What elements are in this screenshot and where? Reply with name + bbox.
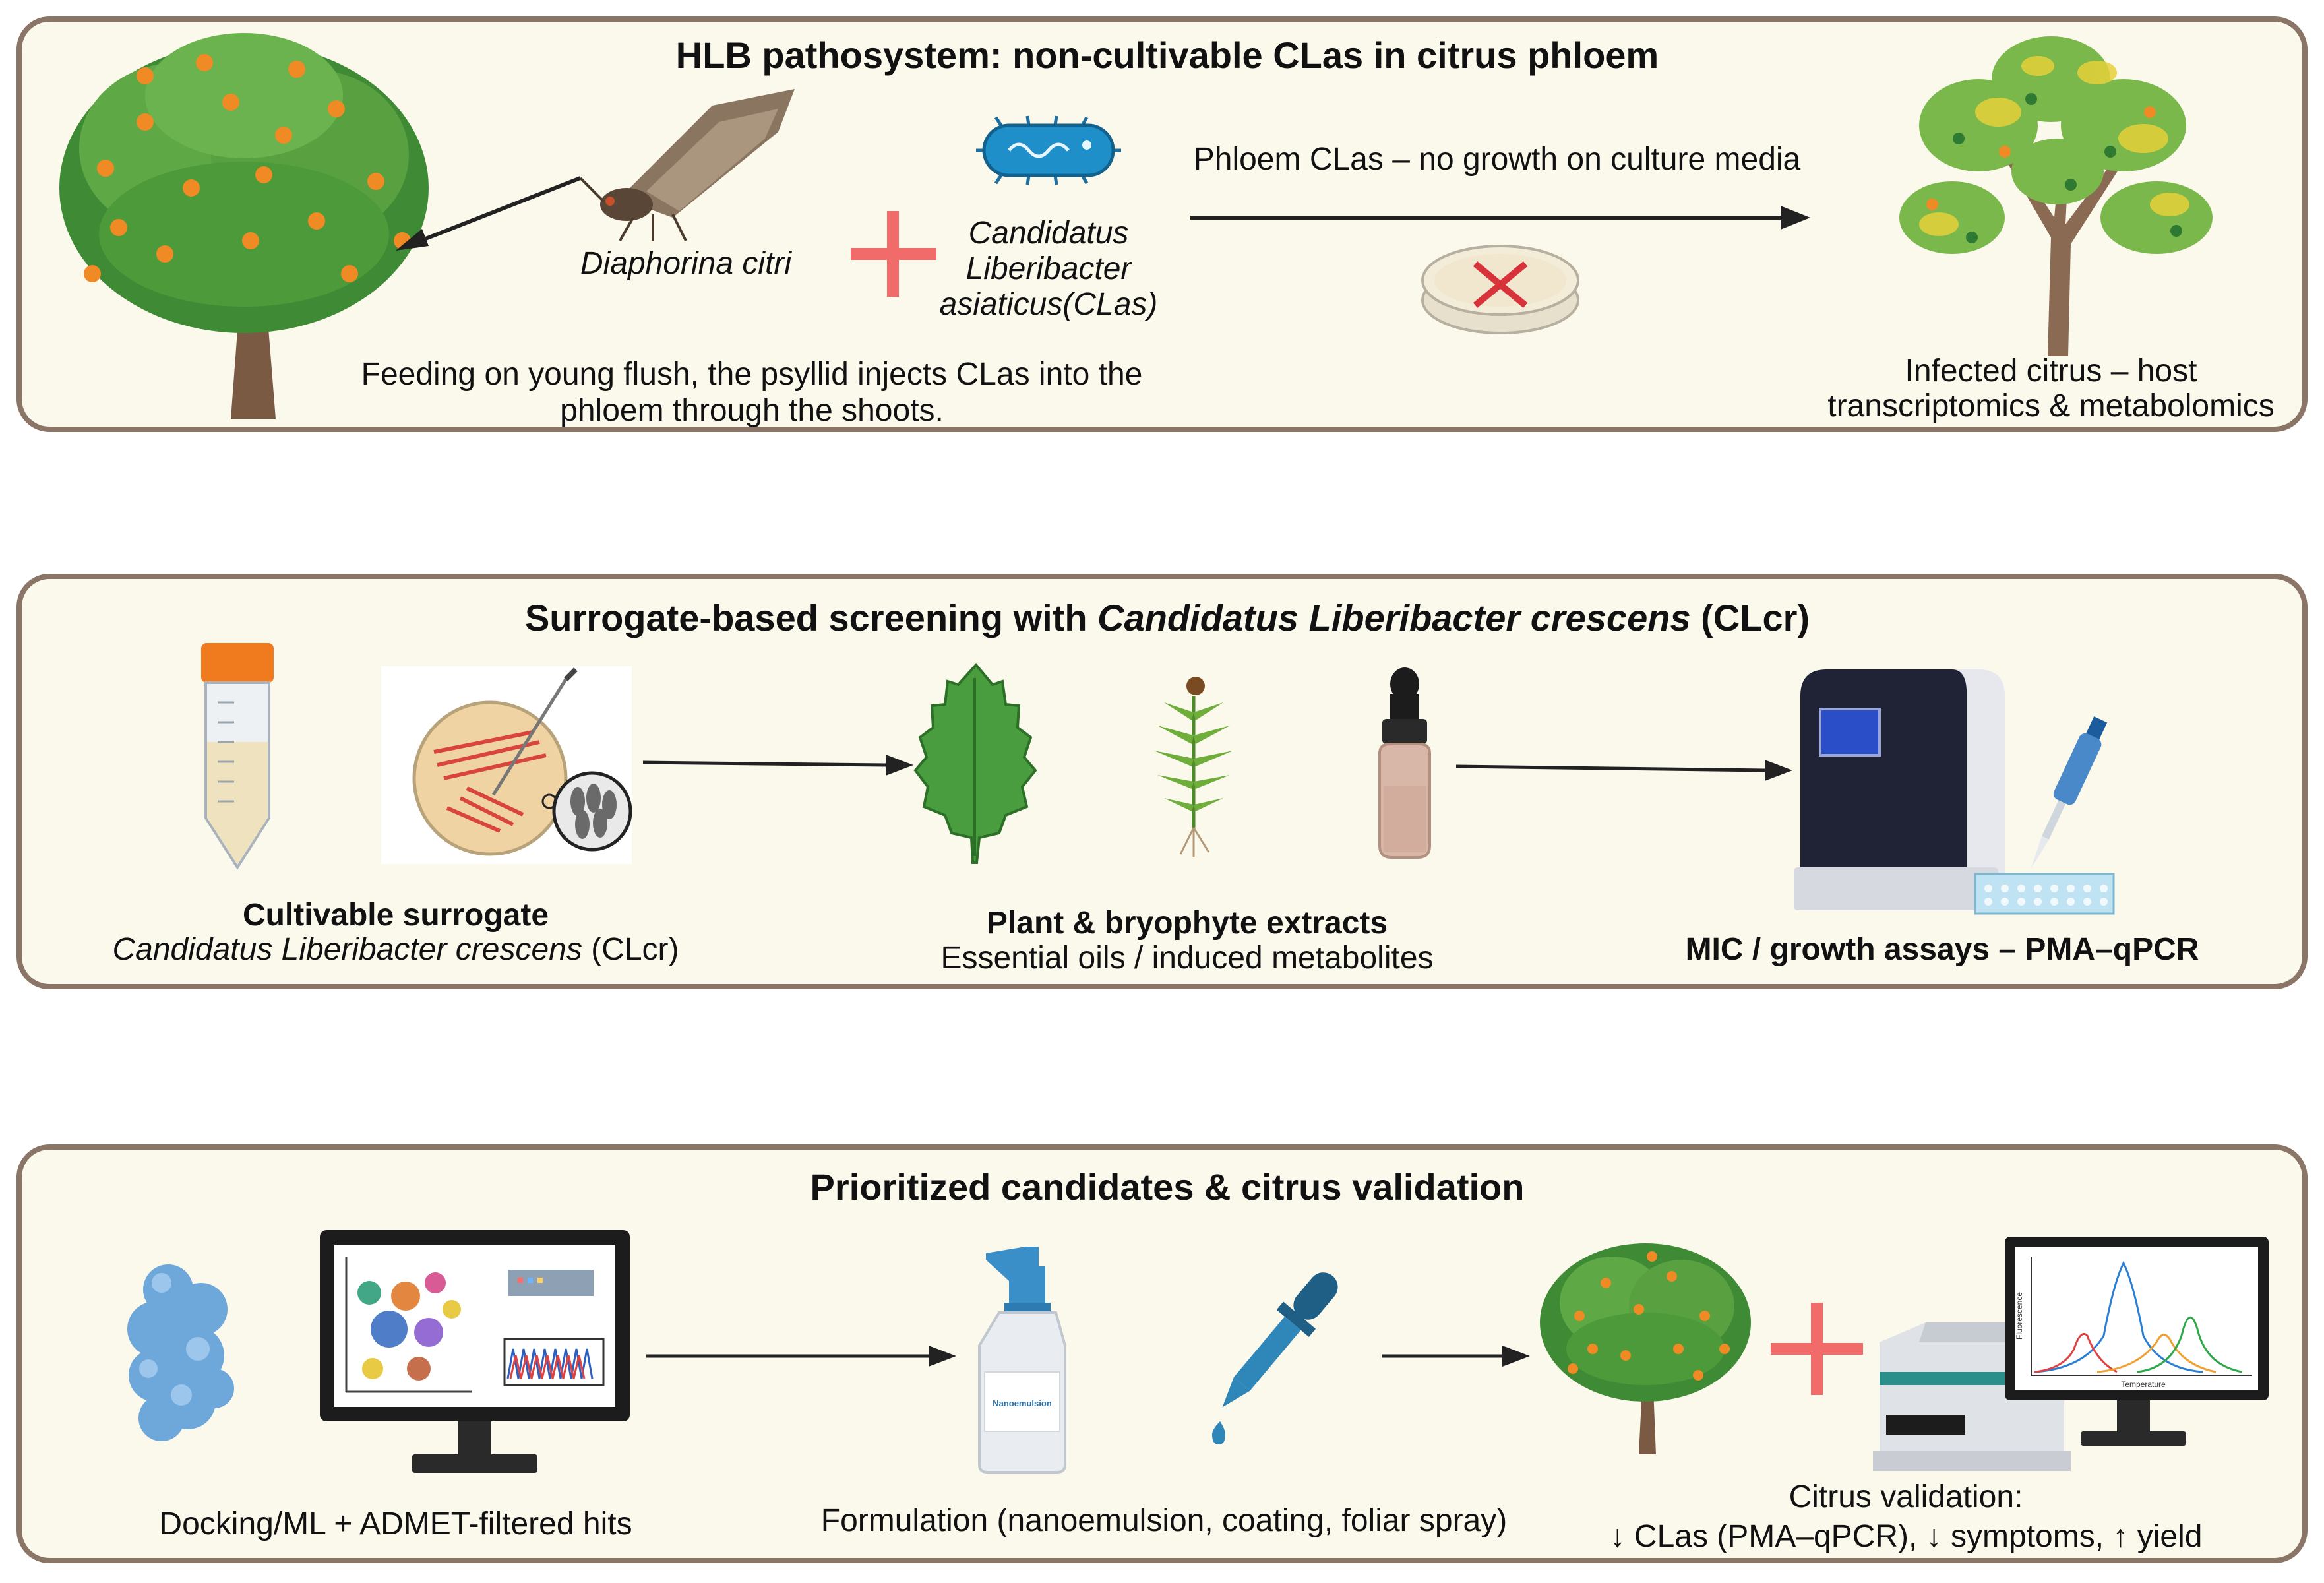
psyllid-insect-icon xyxy=(579,89,795,241)
melt-curve-monitor-icon: Fluorescence Temperature xyxy=(2005,1237,2269,1446)
spray-bottle-icon: Nanoemulsion xyxy=(978,1247,1066,1474)
extracts-heading: Plant & bryophyte extracts xyxy=(986,906,1388,941)
panel2-title-prefix: Surrogate-based screening with xyxy=(524,597,1098,638)
petri-dish-no-growth-icon xyxy=(1421,245,1579,334)
plus-icon xyxy=(851,211,936,297)
leaf-icon xyxy=(913,662,1037,864)
healthy-citrus-tree-icon xyxy=(59,33,429,419)
chart-y-label: Fluorescence xyxy=(2015,1292,2024,1340)
surrogate-heading: Cultivable surrogate xyxy=(242,898,549,933)
validation-arrow xyxy=(1382,1346,1530,1367)
validated-citrus-tree-icon xyxy=(1540,1243,1751,1454)
essential-oil-bottle-icon xyxy=(1378,667,1431,859)
docking-label: Docking/ML + ADMET-filtered hits xyxy=(159,1506,632,1541)
culture-arrow xyxy=(1190,206,1810,230)
dropper-icon xyxy=(1212,1272,1338,1444)
assay-label: MIC / growth assays – PMA–qPCR xyxy=(1685,932,2199,967)
extracts-subtitle: Essential oils / induced metabolites xyxy=(940,941,1434,976)
bacterium-label-line1: Candidatus xyxy=(968,216,1129,251)
extract-arrow xyxy=(642,755,913,776)
culture-arrow-label: Phloem CLas – no growth on culture media xyxy=(1193,142,1801,177)
psyllid-label: Diaphorina citri xyxy=(580,246,792,281)
infected-citrus-label-line1: Infected citrus – host xyxy=(1905,354,2197,388)
spray-bottle-label: Nanoemulsion xyxy=(993,1398,1052,1408)
panel3-title: Prioritized candidates & citrus validati… xyxy=(810,1166,1525,1208)
formulation-arrow xyxy=(646,1346,956,1367)
bacterium-icon xyxy=(976,115,1121,185)
feeding-description-line2: phloem through the shoots. xyxy=(560,393,944,428)
computer-monitor-analysis-icon xyxy=(320,1230,630,1473)
surrogate-name: Candidatus Liberibacter crescens (CLcr) xyxy=(33,931,758,968)
assay-arrow xyxy=(1455,760,1792,781)
plus-icon-validation xyxy=(1771,1303,1863,1395)
bryophyte-plant-icon xyxy=(1154,677,1233,857)
surrogate-suffix: (CLcr) xyxy=(582,932,679,967)
validation-label-line1: Citrus validation: xyxy=(1789,1479,2023,1514)
culture-plate-streak-icon xyxy=(381,666,632,864)
panel2-title-organism: Candidatus Liberibacter crescens xyxy=(1097,597,1691,638)
formulation-label: Formulation (nanoemulsion, coating, foli… xyxy=(820,1503,1508,1538)
feeding-arrow xyxy=(396,176,582,251)
panel1-title: HLB pathosystem: non-cultivable CLas in … xyxy=(675,34,1659,76)
bacterium-label-line2: Liberibacter xyxy=(965,251,1132,286)
protein-structure-icon xyxy=(127,1264,234,1441)
surrogate-organism: Candidatus Liberibacter crescens xyxy=(112,932,582,967)
chart-x-label: Temperature xyxy=(2121,1380,2166,1389)
falcon-tube-icon xyxy=(201,643,274,870)
panel2-title-suffix: (CLcr) xyxy=(1690,597,1810,638)
infected-citrus-tree-icon xyxy=(1899,36,2213,356)
pipette-well-plate-icon xyxy=(1974,716,2115,915)
infected-citrus-label-line2: transcriptomics & metabolomics xyxy=(1827,388,2275,423)
bacterium-label-line3: asiaticus(CLas) xyxy=(939,287,1158,322)
feeding-description-line1: Feeding on young flush, the psyllid inje… xyxy=(361,357,1143,392)
qpcr-instrument-icon xyxy=(1794,669,2005,910)
panel2-title: Surrogate-based screening with Candidatu… xyxy=(330,597,2005,639)
validation-label-line2: ↓ CLas (PMA–qPCR), ↓ symptoms, ↑ yield xyxy=(1609,1519,2203,1554)
